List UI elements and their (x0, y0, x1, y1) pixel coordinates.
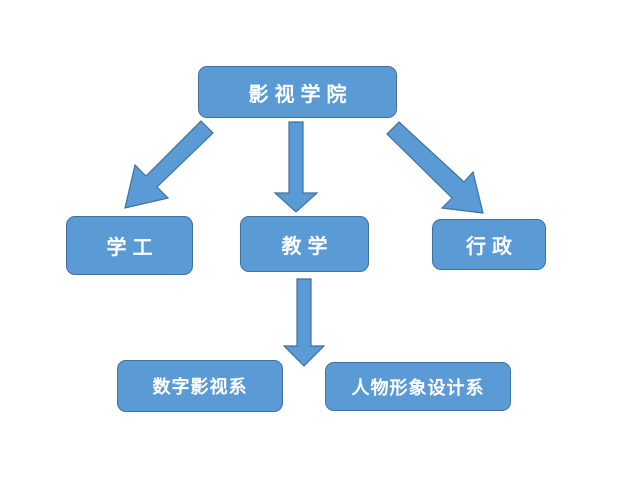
arrow-jiaoxue-to-departments (282, 278, 326, 367)
arrow-root-to-xingzheng (386, 121, 484, 214)
arrow-root-to-xuegong (124, 120, 214, 209)
node-student-affairs: 学工 (66, 216, 193, 275)
node-film-academy-label: 影视学院 (248, 81, 353, 106)
node-student-affairs-label: 学工 (106, 235, 159, 259)
node-administration-label: 行政 (466, 234, 518, 258)
node-digital-film-dept-label: 数字影视系 (152, 377, 248, 398)
node-image-design-dept-label: 人物形象设计系 (351, 377, 485, 399)
node-digital-film-dept: 数字影视系 (117, 360, 283, 412)
node-teaching-label: 教学 (281, 233, 334, 258)
node-film-academy: 影视学院 (198, 66, 397, 118)
node-administration: 行政 (432, 219, 546, 270)
node-teaching: 教学 (240, 216, 369, 272)
arrow-root-to-jiaoxue (273, 121, 319, 213)
node-image-design-dept: 人物形象设计系 (325, 362, 511, 411)
